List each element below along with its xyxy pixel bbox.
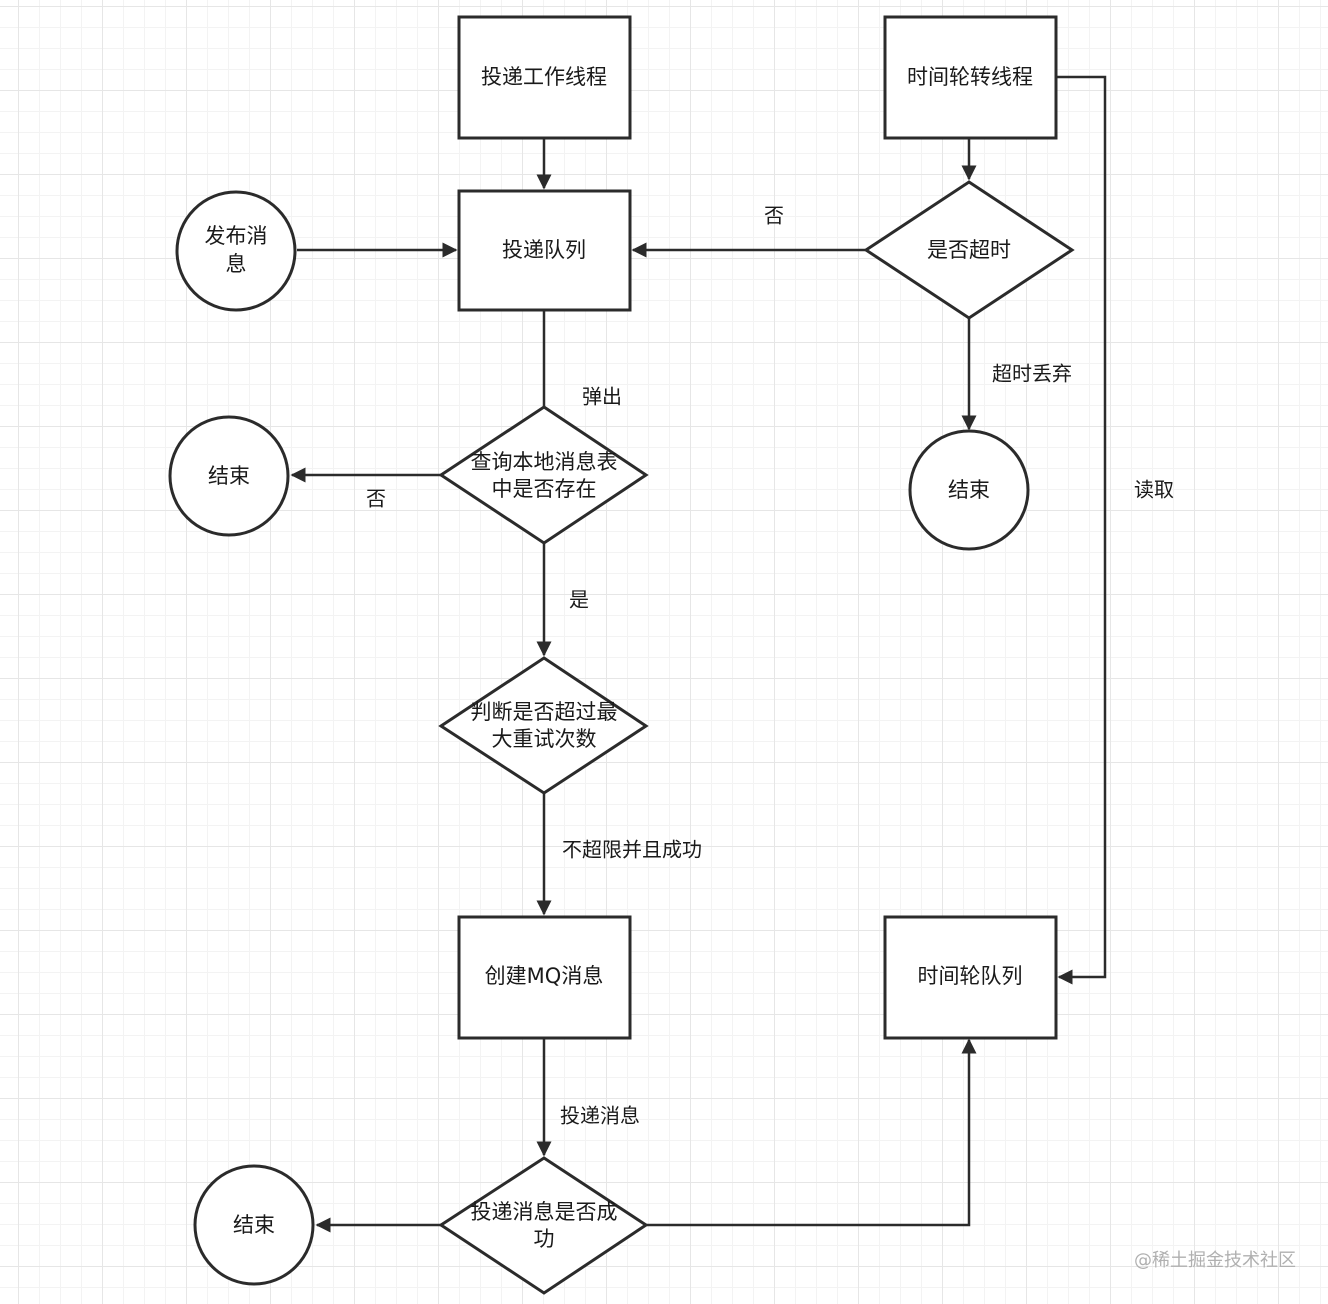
node-is-timeout — [863, 180, 1075, 320]
edge-label-yes: 是 — [569, 588, 589, 612]
node-delivery-queue — [457, 189, 632, 312]
node-query-local-table — [438, 405, 649, 545]
node-is-timeout-label: 是否超时 — [927, 238, 1011, 262]
watermark: @稀土掘金技术社区 — [1134, 1250, 1296, 1271]
node-delivery-worker-label: 投递工作线程 — [481, 65, 607, 89]
node-retry-check — [438, 656, 649, 795]
node-end-delivery-label: 结束 — [233, 1213, 275, 1237]
edge-label-deliver: 投递消息 — [560, 1104, 640, 1128]
edge-label-within-limit: 不超限并且成功 — [562, 838, 702, 862]
node-end-not-exist — [168, 415, 290, 537]
node-retry-check-label-1: 判断是否超过最 — [471, 700, 618, 724]
edge-labels: 否 超时丢弃 弹出 否 是 不超限并且成功 读取 投递消息 — [366, 204, 1174, 1128]
node-end-timeout — [908, 429, 1030, 551]
node-delivery-queue-label: 投递队列 — [502, 238, 586, 262]
node-end-timeout-label: 结束 — [948, 478, 990, 502]
node-end-delivery — [193, 1164, 315, 1286]
nodes: 投递工作线程 时间轮转线程 发布消 息 投递队列 是否超时 结束 查询本地消息表… — [168, 15, 1075, 1295]
node-end-not-exist-label: 结束 — [208, 464, 250, 488]
edge-success-to-wheelqueue — [646, 1038, 977, 1227]
edge-label-read: 读取 — [1134, 478, 1174, 502]
edges — [290, 75, 1107, 1233]
edge-label-pop: 弹出 — [582, 385, 622, 409]
node-publish-message-label-2: 息 — [226, 252, 247, 276]
node-retry-check-label-2: 大重试次数 — [492, 727, 597, 751]
node-time-wheel-thread-label: 时间轮转线程 — [907, 65, 1033, 89]
edge-label-no-timeout: 否 — [764, 204, 784, 228]
node-time-wheel-thread — [883, 15, 1058, 140]
node-query-local-table-label-2: 中是否存在 — [492, 477, 597, 501]
edge-wheelthread-to-wheelqueue — [1057, 75, 1107, 985]
node-time-wheel-queue — [883, 915, 1058, 1040]
node-create-mq — [457, 915, 632, 1040]
node-delivery-success-label-1: 投递消息是否成 — [471, 1200, 618, 1224]
edge-label-timeout-discard: 超时丢弃 — [992, 362, 1072, 386]
node-publish-message — [175, 190, 297, 312]
node-create-mq-label: 创建MQ消息 — [485, 964, 604, 988]
node-time-wheel-queue-label: 时间轮队列 — [918, 964, 1023, 988]
node-delivery-success — [438, 1156, 649, 1295]
node-delivery-success-label-2: 功 — [534, 1227, 555, 1251]
node-query-local-table-label-1: 查询本地消息表 — [471, 450, 618, 474]
edge-label-no-exist: 否 — [366, 487, 386, 511]
node-delivery-worker — [457, 15, 632, 140]
node-publish-message-label-1: 发布消 — [205, 224, 268, 248]
